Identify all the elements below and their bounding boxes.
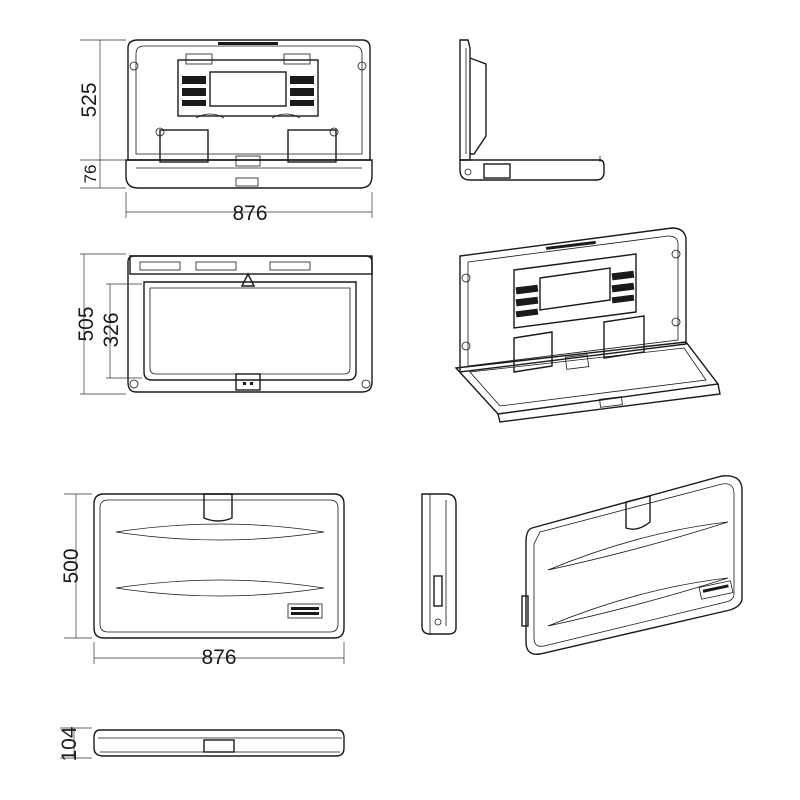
view-top-open: [127, 255, 373, 393]
dim-top-height: 505: [75, 306, 98, 341]
safety-pictogram-icon: [182, 76, 314, 106]
brand-logo-icon: [287, 603, 323, 619]
view-iso-closed: [521, 475, 743, 655]
dim-open-front-height: 525: [78, 82, 101, 117]
brand-logo-icon: [698, 580, 734, 600]
safety-pictogram-icon: [515, 270, 635, 318]
view-iso-open: [454, 227, 721, 423]
dims-closed-bottom: 104: [58, 726, 92, 762]
view-open-front: [125, 39, 373, 189]
dim-closed-height: 500: [60, 548, 83, 583]
dim-closed-depth: 104: [58, 726, 81, 761]
dims-open-front: 525 76 876: [78, 39, 373, 225]
view-open-side: [459, 39, 605, 181]
dims-top-open: 505 326: [75, 253, 142, 395]
dim-closed-width: 876: [201, 646, 236, 669]
dims-closed-front: 500 876: [60, 493, 345, 669]
view-closed-front: [93, 493, 345, 639]
dim-open-front-width: 876: [232, 202, 267, 225]
view-closed-side: [421, 493, 457, 635]
dim-top-inner: 326: [100, 312, 123, 347]
dim-open-front-depth: 76: [81, 165, 100, 184]
view-closed-bottom: [93, 729, 345, 757]
